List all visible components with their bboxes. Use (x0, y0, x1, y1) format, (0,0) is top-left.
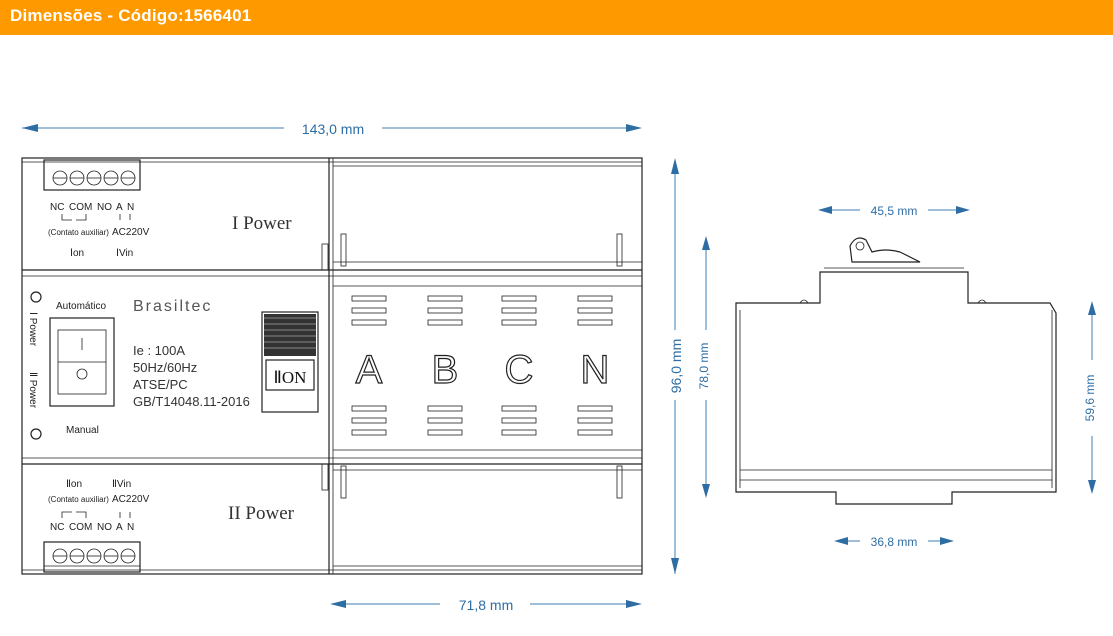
ii-on-switch: ⅡON (261, 311, 319, 413)
dimension-lower-width: 71,8 mm (330, 597, 642, 613)
aux-contact-top: (Contato auxiliar) (48, 228, 109, 237)
header-bar: Dimensões - Código:1566401 (0, 0, 1113, 35)
dimension-side-bottom: 36,8 mm (834, 535, 954, 549)
spec-line-1: Ie : 100A (133, 343, 185, 358)
label-side-top: 45,5 mm (871, 204, 918, 218)
phase-b: B (432, 348, 459, 392)
term-label-a-bottom: A (116, 522, 123, 533)
dimension-drawing: 143,0 mm (21, 121, 1097, 613)
phase-c: C (505, 348, 534, 392)
ii-vin-label: ⅡVin (112, 479, 131, 490)
dimension-side-top: 45,5 mm (818, 204, 970, 218)
term-label-com-bottom: COM (69, 522, 92, 533)
label-side-right: 59,6 mm (1083, 375, 1097, 422)
label-side-bottom: 36,8 mm (871, 535, 918, 549)
dimension-height: 96,0 mm (668, 158, 684, 574)
mode-auto-label: Automático (56, 301, 106, 312)
term-label-no: NO (97, 202, 112, 213)
i-on-label: Ⅰon (70, 248, 84, 259)
phase-vents (351, 295, 613, 436)
label-side-height: 78,0 mm (697, 343, 711, 390)
dimension-total-width: 143,0 mm (22, 121, 642, 137)
spec-line-2: 50Hz/60Hz (133, 360, 197, 375)
label-lower-width: 71,8 mm (459, 597, 513, 613)
dimension-side-height: 78,0 mm (697, 236, 711, 498)
ii-on-label: Ⅱon (66, 479, 82, 490)
term-label-com: COM (69, 202, 92, 213)
mode-manual-label: Manual (66, 425, 99, 436)
i-vin-label: ⅠVin (116, 248, 133, 259)
phase-a: A (356, 348, 383, 392)
term-label-no-bottom: NO (97, 522, 112, 533)
side-power-ii: Ⅱ Power (27, 372, 38, 409)
aux-contact-bottom: (Contato auxiliar) (48, 495, 109, 504)
term-label-n: N (127, 202, 134, 213)
term-label-n-bottom: N (127, 522, 134, 533)
terminal-block-bottom (43, 541, 141, 573)
power-ii-label: II Power (228, 503, 295, 524)
brand-label: Brasiltec (133, 298, 212, 315)
label-height: 96,0 mm (668, 339, 684, 393)
switch-label: ⅡON (274, 368, 307, 387)
term-label-a: A (116, 202, 123, 213)
terminal-block-top (43, 159, 141, 191)
label-total-width: 143,0 mm (302, 121, 364, 137)
mode-switch (49, 317, 115, 407)
front-view: NC COM NO A N (Contato auxiliar) AC220V … (21, 157, 643, 575)
side-power-i: Ⅰ Power (27, 312, 38, 347)
power-i-label: I Power (232, 213, 292, 234)
spec-line-4: GB/T14048.11-2016 (133, 394, 250, 409)
phase-n: N (581, 348, 610, 392)
ac-voltage-top: AC220V (112, 227, 150, 238)
dimension-side-right: 59,6 mm (1083, 301, 1097, 494)
page-title: Dimensões - Código:1566401 (10, 6, 252, 25)
ac-voltage-bottom: AC220V (112, 494, 150, 505)
term-label-nc: NC (50, 202, 64, 213)
side-view (735, 237, 1057, 505)
spec-line-3: ATSE/PC (133, 377, 188, 392)
term-label-nc-bottom: NC (50, 522, 64, 533)
